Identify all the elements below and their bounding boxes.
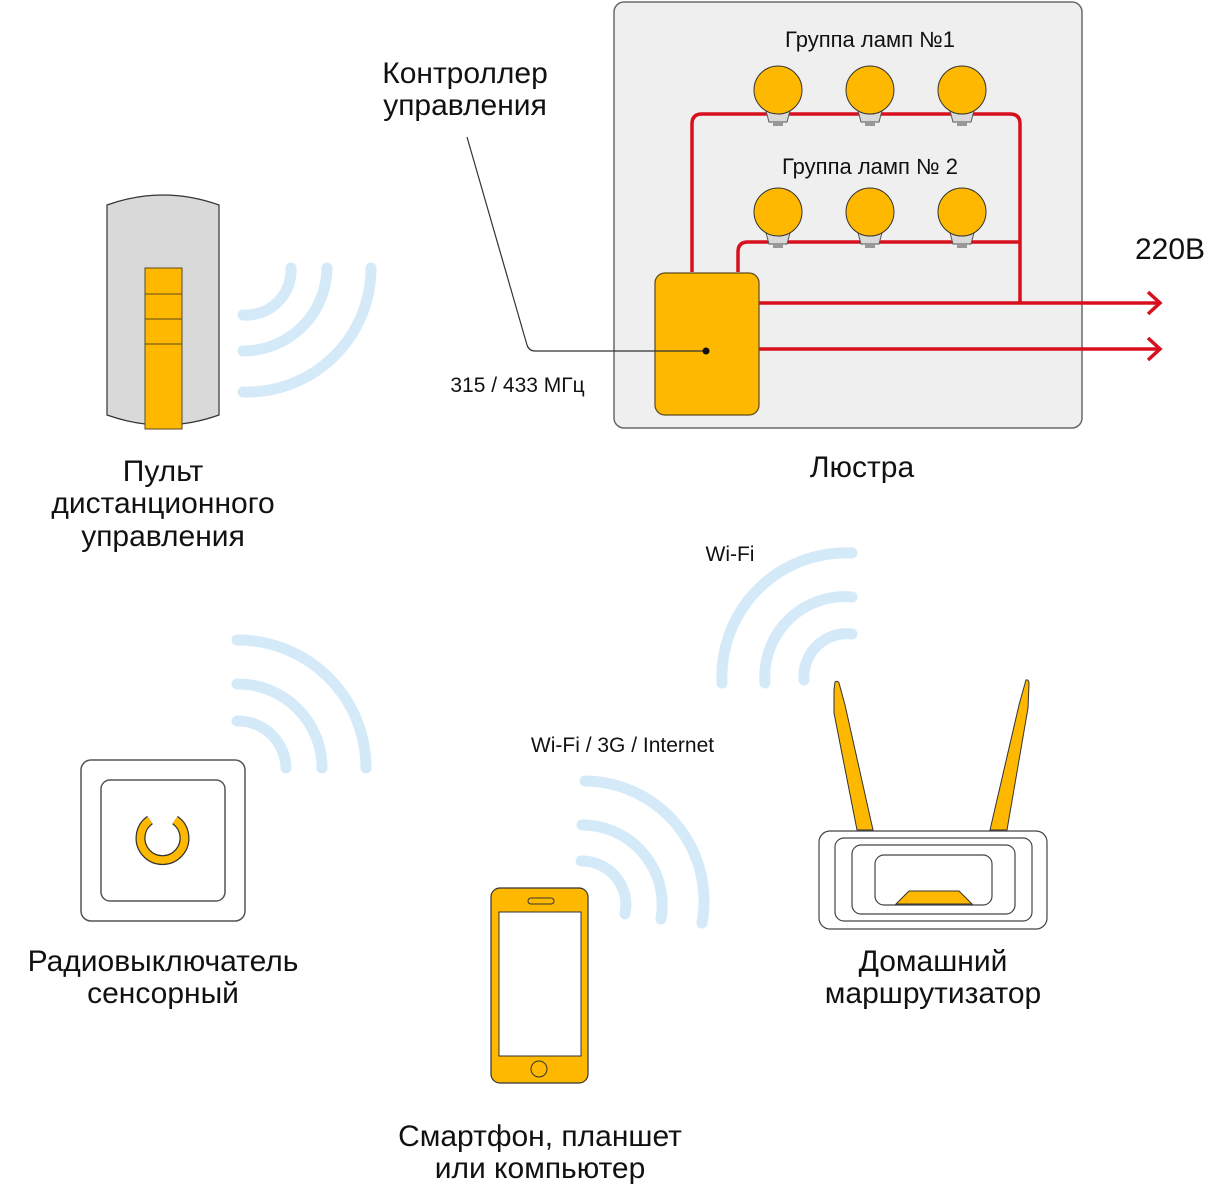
touch-switch-icon	[80, 759, 246, 922]
remote-label: Пульт дистанционного управления	[51, 455, 275, 553]
light-bulb-icon	[937, 187, 987, 248]
light-bulb-icon	[753, 187, 803, 248]
wireless-signal-icon	[231, 634, 372, 774]
lamp-group-2	[753, 187, 987, 248]
wiring	[690, 112, 1163, 362]
wireless-signal-icon	[716, 547, 858, 689]
wireless-signal-icon	[575, 775, 710, 929]
light-bulb-icon	[937, 65, 987, 126]
wifi-3g-internet-label: Wi-Fi / 3G / Internet	[530, 734, 715, 757]
lamp-group-1	[753, 65, 987, 126]
router-icon	[818, 679, 1048, 930]
wireless-signal-icon	[237, 262, 377, 398]
switch-label: Радиовыключатель сенсорный	[27, 945, 299, 1011]
light-bulb-icon	[845, 65, 895, 126]
light-bulb-icon	[845, 187, 895, 248]
frequency-label: 315 / 433 МГц	[450, 374, 585, 397]
smartphone-label: Смартфон, планшет или компьютер	[398, 1120, 682, 1186]
router-label: Домашний маршрутизатор	[824, 945, 1042, 1011]
smartphone-icon	[490, 887, 589, 1084]
voltage-label: 220В	[1134, 233, 1206, 266]
wifi-label: Wi-Fi	[705, 543, 755, 566]
light-bulb-icon	[753, 65, 803, 126]
controller-point	[702, 347, 710, 355]
chandelier-label: Люстра	[809, 451, 915, 484]
lamp-group-1-label: Группа ламп №1	[785, 27, 955, 52]
controller-box	[654, 272, 760, 416]
lamp-group-2-label: Группа ламп № 2	[781, 154, 958, 179]
remote-control-icon	[106, 194, 220, 430]
controller-label: Контроллер управления	[382, 57, 548, 123]
controller-leader-line	[466, 136, 706, 352]
